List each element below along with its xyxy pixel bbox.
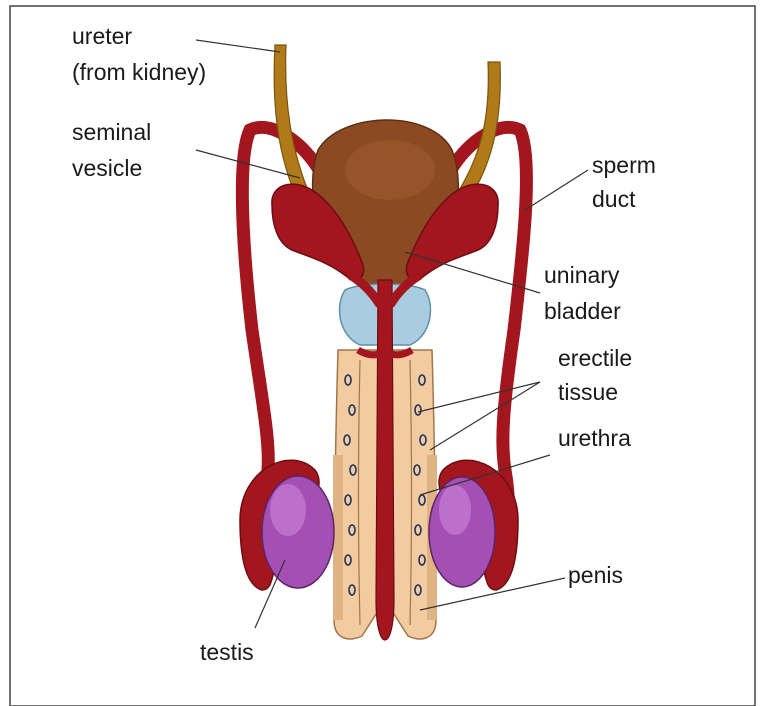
label-erectile-line1: erectile <box>558 345 632 371</box>
label-urethra: urethra <box>558 425 631 451</box>
label-penis: penis <box>568 562 623 588</box>
label-sperm-line1: sperm <box>592 152 656 178</box>
leader-sperm-duct <box>525 170 588 210</box>
ureter-left <box>274 45 312 205</box>
sperm-duct-left <box>242 127 318 470</box>
bladder-highlight <box>345 140 435 200</box>
testis-left-highlight <box>270 484 306 536</box>
label-testis: testis <box>200 639 254 665</box>
urethra <box>376 280 394 640</box>
label-seminal-line1: seminal <box>72 119 151 145</box>
leader-ureter <box>196 40 280 52</box>
label-ureter-line2: (from kidney) <box>72 59 206 85</box>
label-bladder-line1: uninary <box>544 262 620 288</box>
label-erectile-line2: tissue <box>558 379 618 405</box>
label-bladder-line2: bladder <box>544 298 621 324</box>
leader-erectile-1 <box>418 382 540 412</box>
label-sperm-line2: duct <box>592 186 636 212</box>
leader-erectile-2 <box>430 382 540 450</box>
label-ureter-line1: ureter <box>72 23 132 49</box>
label-seminal-line2: vesicle <box>72 155 142 181</box>
sperm-duct-right <box>452 127 526 470</box>
testis-right-highlight <box>439 485 471 535</box>
